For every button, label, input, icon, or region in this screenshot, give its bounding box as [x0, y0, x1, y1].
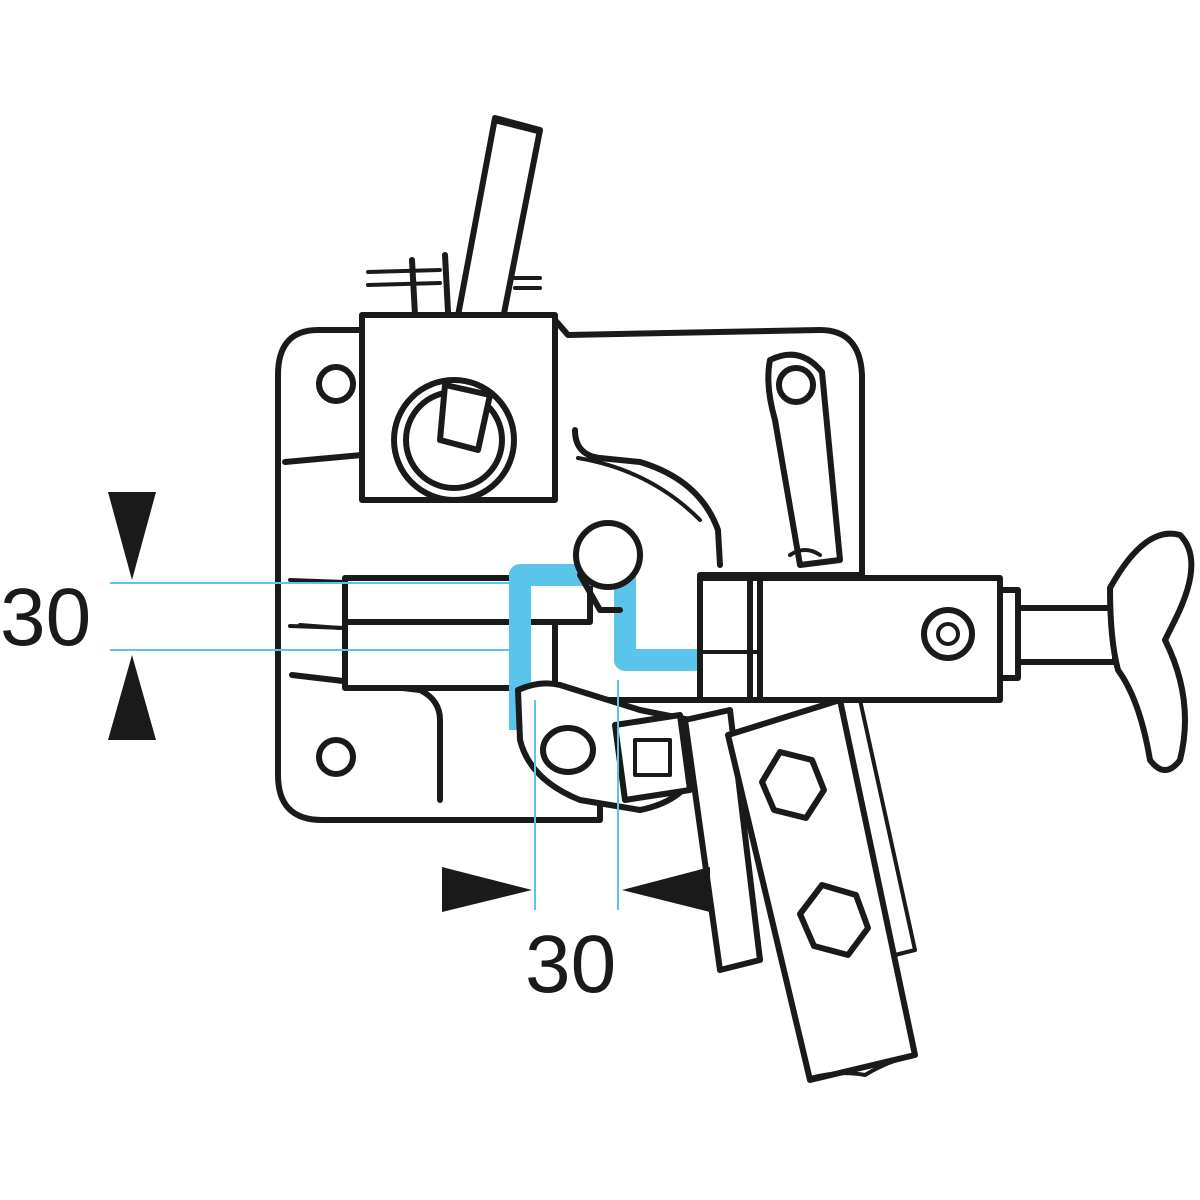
vertical-dimension-label: 30 [0, 572, 91, 663]
dimension-arrow-left-icon [622, 867, 710, 912]
barrel-body [697, 575, 1003, 703]
horizontal-dimension-label: 30 [525, 919, 616, 1010]
cam-jaw [515, 680, 703, 813]
dimension-vertical: 30 [0, 492, 520, 740]
lever-bolt-upper-icon [759, 749, 827, 821]
mounting-hole-bottom-left [316, 737, 356, 777]
t-handle [997, 530, 1195, 773]
set-screw-icon [921, 607, 975, 661]
mounting-hole-top-left [316, 364, 356, 404]
hinge-block [359, 252, 558, 503]
pivot-bolt [573, 520, 643, 613]
dimension-arrow-right-icon [442, 867, 532, 912]
dimension-arrow-up-icon [108, 655, 156, 740]
link-arm [765, 351, 843, 568]
lever-bolt-lower-icon [797, 882, 871, 958]
lower-lever [682, 697, 918, 1083]
dimension-arrow-down-icon [108, 492, 156, 580]
dimension-horizontal: 30 [442, 680, 710, 1010]
